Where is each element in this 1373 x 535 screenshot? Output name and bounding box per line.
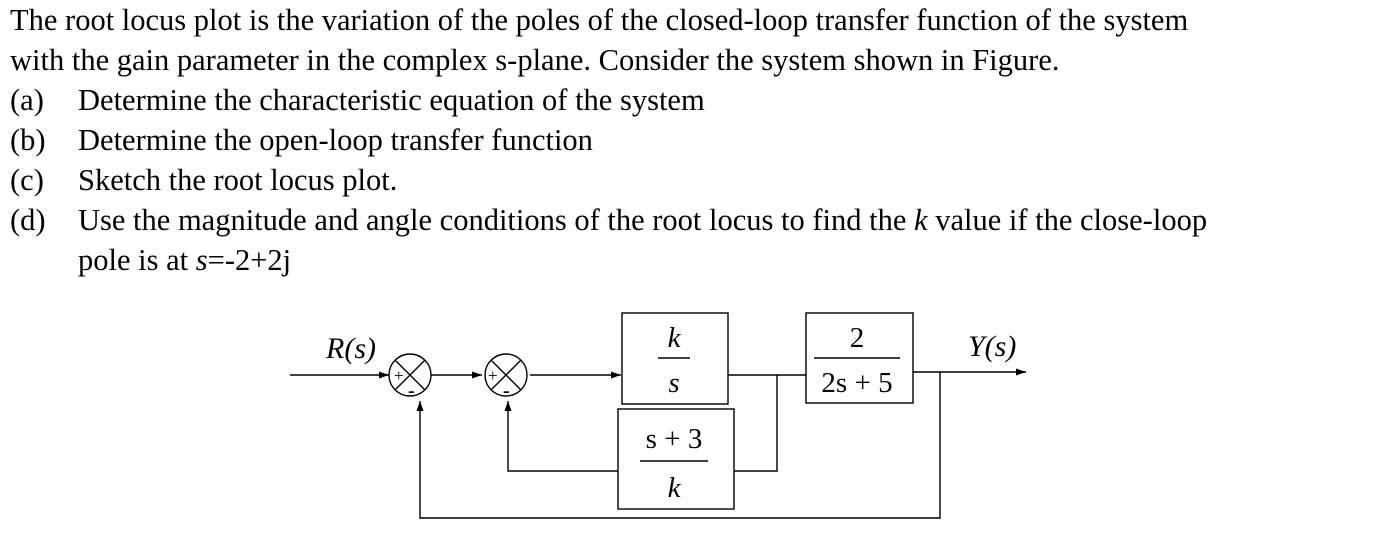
part-d-text: Use the magnitude and angle conditions o… xyxy=(78,200,1207,240)
part-c: (c) Sketch the root locus plot. xyxy=(10,160,1365,200)
plant-numerator: 2 xyxy=(850,322,865,354)
part-d-text-post: value if the close-loop xyxy=(927,203,1208,237)
inner-feedback-path-left xyxy=(504,401,618,472)
output-label: Y(s) xyxy=(968,330,1016,363)
forward-denominator: s xyxy=(668,367,679,399)
sum1-minus-sign: - xyxy=(408,380,415,402)
part-a: (a) Determine the characteristic equatio… xyxy=(10,80,1365,120)
intro-line-1: The root locus plot is the variation of … xyxy=(10,3,1189,37)
input-label: R(s) xyxy=(325,332,376,365)
sum1-plus-sign: + xyxy=(394,366,404,385)
part-d-var-k: k xyxy=(914,203,928,237)
part-d-text-pre: Use the magnitude and angle conditions o… xyxy=(78,203,915,237)
sum2-minus-sign: - xyxy=(503,380,510,402)
part-d-line-2: pole is at s=-2+2j xyxy=(10,240,1365,280)
sum2-plus-sign: + xyxy=(488,366,498,385)
feedback-numerator: s + 3 xyxy=(646,423,703,455)
problem-text: The root locus plot is the variation of … xyxy=(10,0,1365,280)
outer-feedback-path xyxy=(416,372,941,519)
feedback-block xyxy=(617,408,735,510)
part-c-label: (c) xyxy=(10,163,44,197)
plant-block xyxy=(805,312,914,404)
plant-denominator: 2s + 5 xyxy=(821,367,892,399)
feedback-denominator: k xyxy=(668,472,682,504)
part-d-label: (d) xyxy=(10,203,46,237)
part-a-label: (a) xyxy=(10,83,44,117)
part-b: (b) Determine the open-loop transfer fun… xyxy=(10,120,1365,160)
forward-block xyxy=(621,312,729,405)
inner-feedback-path-right xyxy=(734,375,778,472)
part-d-line2-pre: pole is at xyxy=(78,243,196,277)
part-d-var-s: s xyxy=(195,243,208,277)
part-b-text: Determine the open-loop transfer functio… xyxy=(78,123,593,157)
intro-line-2: with the gain parameter in the complex s… xyxy=(10,43,1060,77)
forward-numerator: k xyxy=(668,322,682,354)
part-d: (d) Use the magnitude and angle conditio… xyxy=(10,200,1365,240)
summing-junction-2 xyxy=(484,353,528,397)
part-a-text: Determine the characteristic equation of… xyxy=(78,83,705,117)
part-b-label: (b) xyxy=(10,123,46,157)
part-c-text: Sketch the root locus plot. xyxy=(78,163,398,197)
summing-junction-1 xyxy=(388,353,432,397)
part-d-line2-post: =-2+2j xyxy=(207,243,292,277)
